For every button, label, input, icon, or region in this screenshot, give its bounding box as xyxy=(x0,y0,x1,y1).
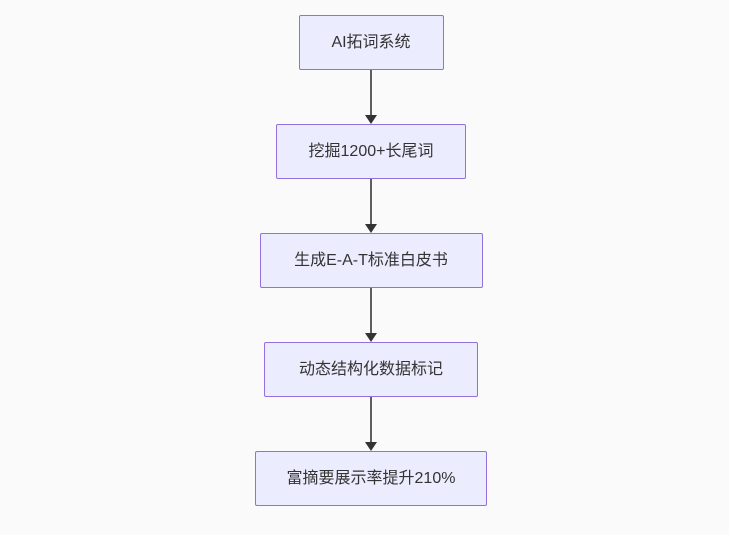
flow-edge-1 xyxy=(365,70,377,124)
arrow-down-icon xyxy=(365,333,377,342)
arrow-down-icon xyxy=(365,115,377,124)
flow-node-rich-snippet-result: 富摘要展示率提升210% xyxy=(255,451,487,506)
arrow-line xyxy=(370,70,372,115)
arrow-line xyxy=(370,179,372,224)
node-label: 生成E-A-T标准白皮书 xyxy=(294,251,448,269)
node-label: AI拓词系统 xyxy=(331,33,411,51)
node-label: 富摘要展示率提升210% xyxy=(286,469,456,487)
node-label: 动态结构化数据标记 xyxy=(298,360,443,378)
flow-node-structured-data: 动态结构化数据标记 xyxy=(264,342,478,397)
node-label: 挖掘1200+长尾词 xyxy=(308,142,434,160)
arrow-down-icon xyxy=(365,224,377,233)
arrow-down-icon xyxy=(365,442,377,451)
flow-node-longtail-mining: 挖掘1200+长尾词 xyxy=(276,124,466,179)
flow-edge-4 xyxy=(365,397,377,451)
flow-edge-3 xyxy=(365,288,377,342)
flowchart: AI拓词系统 挖掘1200+长尾词 生成E-A-T标准白皮书 动态结构化数据标记 xyxy=(255,15,487,506)
flow-node-eat-whitepaper: 生成E-A-T标准白皮书 xyxy=(259,233,483,288)
arrow-line xyxy=(370,288,372,333)
flow-edge-2 xyxy=(365,179,377,233)
flow-node-ai-keyword-system: AI拓词系统 xyxy=(298,15,444,70)
arrow-line xyxy=(370,397,372,442)
